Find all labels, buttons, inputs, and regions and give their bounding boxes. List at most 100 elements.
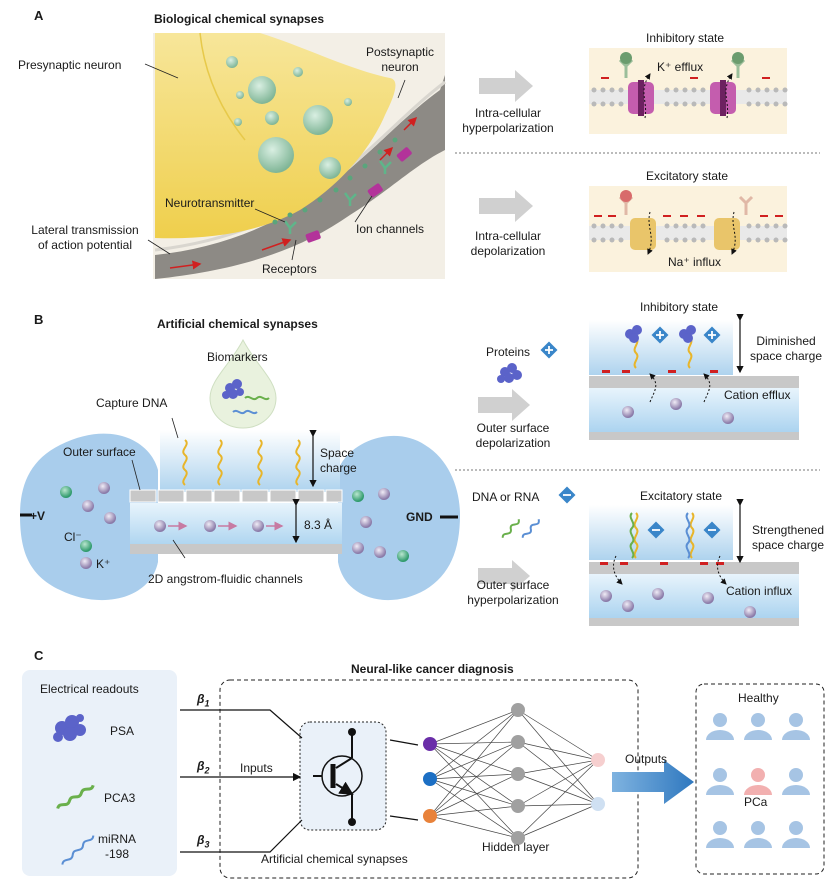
label-plus-v: +V [30,509,46,523]
label-k-ion: K⁺ [96,557,111,571]
label-dna-rna: DNA or RNA [472,490,540,504]
label-angstrom-channels: 2D angstrom-fluidic channels [148,572,303,586]
label-outer-surface: Outer surface [63,445,136,459]
synapse-illustration [144,32,820,279]
output-node-2 [591,797,605,811]
diagnosis-box [219,679,639,879]
beta-1: β1 [197,692,210,709]
b-inhibitory-nanochannel [589,314,799,440]
presynaptic-terminal [155,33,396,239]
outputs-arrow [612,760,694,804]
beta-3: β3 [197,833,210,850]
inhibitory-membrane [589,48,788,134]
label-proteins: Proteins [486,345,531,359]
panel-a-letter: A [34,8,44,23]
channel-cations [154,520,284,532]
healthy-people-icons [706,713,810,848]
label-gnd: GND [406,510,433,524]
synaptic-vesicles [226,56,352,179]
left-reservoir [20,433,158,601]
capture-dna [182,439,301,486]
label-postsynaptic: Postsynaptic neuron [365,45,435,74]
label-capture-dna: Capture DNA [96,396,168,410]
label-neurotransmitter: Neurotransmitter [165,196,255,210]
label-ion-channels: Ion channels [356,222,425,236]
label-cl-ion: Cl⁻ [64,530,82,544]
label-a-excitatory-state: Excitatory state [646,169,729,183]
label-b-inhibitory-state: Inhibitory state [640,300,719,314]
readout-mirna: miRNA -198 [98,832,136,861]
panel-a-title: Biological chemical synapses [154,12,325,26]
b-excitatory-nanochannel [589,499,799,626]
label-healthy: Healthy [738,691,779,705]
neural-network-diagram [22,670,825,879]
label-outer-hyperpolarization: Outer surface hyperpolarization [467,578,559,607]
label-receptors: Receptors [262,262,317,276]
label-k-efflux: K⁺ efflux [657,60,704,74]
label-strengthened-space-charge: Strengthened space charge [751,523,825,552]
readouts-title: Electrical readouts [40,682,139,696]
arrow-depolarization [479,190,533,222]
input-node-1 [423,737,437,751]
panel-c-letter: C [34,648,44,663]
hidden-nodes [511,703,525,845]
pca3-icon [56,784,95,810]
label-pca: PCa [744,795,768,809]
label-space-charge: Space charge [320,446,357,475]
label-na-influx: Na⁺ influx [668,255,722,269]
arrow-hyperpolarization [479,70,533,102]
nanofluidic-illustration [20,314,820,626]
mirna-icon [61,835,95,865]
input-node-2 [423,772,437,786]
label-artificial-synapses: Artificial chemical synapses [261,852,408,866]
input-line-3 [180,819,303,853]
label-inputs: Inputs [240,761,273,775]
arrow-outer-hyperpolarization [478,560,530,592]
label-outputs: Outputs [625,752,668,766]
excitatory-membrane [589,186,788,272]
outputs-box [695,683,825,875]
droplet-protein-icon [222,379,244,399]
right-ions [352,488,409,562]
label-lateral-transmission: Lateral transmission of action potential [31,223,139,252]
positive-charge-icon [540,341,558,359]
label-b-excitatory-state: Excitatory state [640,489,723,503]
arrow-outer-depolarization [478,389,530,421]
negative-charge-icon [558,486,576,504]
beta-2: β2 [197,759,210,776]
label-outer-depolarization: Outer surface depolarization [475,421,551,450]
receptor-icons [283,160,392,234]
panel-c-title: Neural-like cancer diagnosis [351,662,514,676]
pca-person-icon [744,768,772,795]
readout-pca3: PCA3 [104,791,136,805]
nn-edges [429,709,599,839]
bottom-plate [130,544,342,554]
synapse-transistor-box [299,721,387,831]
label-cation-efflux: Cation efflux [724,388,791,402]
label-presynaptic: Presynaptic neuron [18,58,122,72]
psa-icon [53,714,86,742]
label-a-inhibitory-state: Inhibitory state [646,31,725,45]
readout-psa: PSA [110,724,135,738]
input-node-3 [423,809,437,823]
label-hidden-layer: Hidden layer [482,840,550,854]
label-cation-influx: Cation influx [726,584,793,598]
ion-channel-icons [305,147,412,243]
label-diminished-space-charge: Diminished space charge [749,334,823,363]
label-biomarkers: Biomarkers [207,350,268,364]
left-ions [60,482,116,569]
transistor-icon [313,728,363,826]
biomarker-droplet [209,338,277,429]
label-intracellular-depolarization: Intra-cellular depolarization [470,229,546,258]
output-node-1 [591,753,605,767]
outer-surface-plate [129,489,343,503]
postsynaptic-neuron [155,75,445,279]
panel-b-letter: B [34,312,44,327]
label-channel-gap: 8.3 Å [304,518,333,532]
neurotransmitter-dots [272,137,398,225]
protein-icon [497,363,522,383]
right-reservoir [338,435,460,601]
input-line-1 [180,709,303,739]
panel-b-title: Artificial chemical synapses [157,317,318,331]
label-intracellular-hyperpolarization: Intra-cellular hyperpolarization [462,106,554,135]
